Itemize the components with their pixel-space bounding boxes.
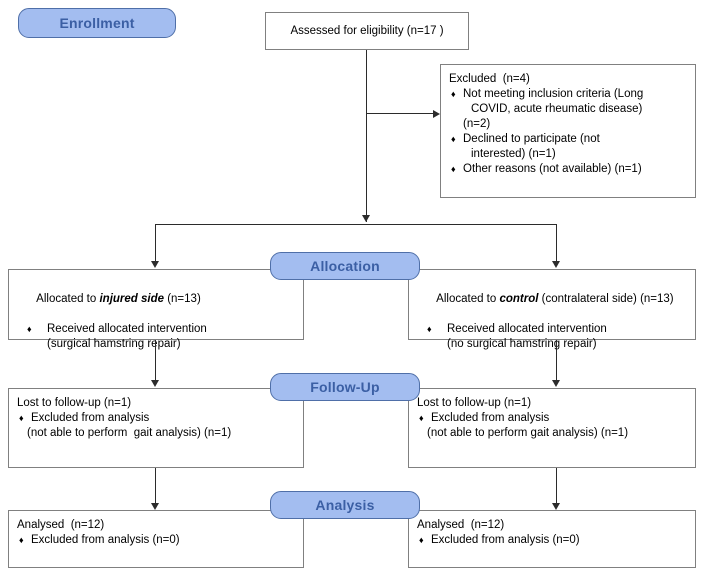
connector-followup-left-to-analysis (155, 468, 156, 504)
analysis-left-bullet: ♦ Excluded from analysis (n=0) (17, 533, 295, 548)
badge-analysis-label: Analysis (315, 497, 375, 513)
alloc-left-bullet-sub: (surgical hamstring repair) (47, 338, 181, 350)
diamond-bullet-icon: ♦ (451, 134, 456, 144)
diamond-bullet-icon: ♦ (451, 164, 456, 174)
arrowhead-followup-right (552, 380, 560, 387)
analysis-right-bullet: ♦ Excluded from analysis (n=0) (417, 533, 687, 548)
followup-right-heading: Lost to follow-up (n=1) (417, 397, 532, 409)
diamond-bullet-icon: ♦ (19, 535, 24, 545)
arrowhead-followup-left (151, 380, 159, 387)
box-followup-left: Lost to follow-up (n=1) ♦ Excluded from … (8, 388, 304, 468)
connector-split-right (556, 224, 557, 262)
followup-left-bullet-sub: (not able to perform gait analysis) (n=1… (27, 427, 232, 439)
arrowhead-trunk-bottom (362, 215, 370, 222)
arrowhead-analysis-left (151, 503, 159, 510)
arrowhead-alloc-right (552, 261, 560, 268)
connector-allocation-splitter (155, 224, 556, 225)
excluded-item-line: Not meeting inclusion criteria (Long (463, 88, 644, 100)
alloc-left-bullet-text: Received allocated intervention (47, 323, 207, 335)
badge-enrollment: Enrollment (18, 8, 176, 38)
alloc-right-heading-post: (contralateral side) (n=13) (538, 293, 674, 305)
box-assessed-for-eligibility: Assessed for eligibility (n=17 ) (265, 12, 469, 50)
alloc-right-heading-pre: Allocated to (436, 293, 500, 305)
followup-right-bullet: ♦ Excluded from analysis (417, 411, 687, 426)
alloc-right-heading: Allocated to control (contralateral side… (417, 277, 687, 322)
arrowhead-alloc-left (151, 261, 159, 268)
analysis-left-bullet-text: Excluded from analysis (n=0) (31, 534, 180, 546)
connector-assessed-trunk (366, 50, 367, 222)
excluded-item-line: COVID, acute rheumatic disease) (471, 103, 643, 115)
badge-enrollment-label: Enrollment (59, 15, 135, 31)
analysis-right-heading: Analysed (n=12) (417, 519, 505, 531)
badge-followup-label: Follow-Up (310, 379, 380, 395)
excluded-heading: Excluded (n=4) (449, 73, 530, 85)
followup-right-bullet-sub: (not able to perform gait analysis) (n=1… (427, 427, 629, 439)
box-followup-right: Lost to follow-up (n=1) ♦ Excluded from … (408, 388, 696, 468)
alloc-left-heading: Allocated to injured side (n=13) (17, 277, 295, 322)
followup-right-bullet-text: Excluded from analysis (431, 412, 550, 424)
box-allocation-left: Allocated to injured side (n=13) ♦ Recei… (8, 269, 304, 350)
arrowhead-to-excluded (433, 110, 440, 118)
excluded-item-line: Declined to participate (not (463, 133, 600, 145)
badge-followup: Follow-Up (270, 373, 420, 401)
followup-left-bullet: ♦ Excluded from analysis (17, 411, 295, 426)
diamond-bullet-icon: ♦ (451, 89, 456, 99)
alloc-left-heading-emphasis: injured side (99, 293, 165, 305)
excluded-item: ♦ Not meeting inclusion criteria (Long (449, 87, 687, 102)
excluded-item-line: (n=2) (463, 118, 491, 130)
connector-alloc-right-to-followup (556, 340, 557, 381)
diamond-bullet-icon: ♦ (419, 413, 424, 423)
diamond-bullet-icon: ♦ (427, 324, 432, 334)
alloc-right-bullet: ♦ Received allocated intervention (417, 322, 687, 337)
followup-left-bullet-text: Excluded from analysis (31, 412, 150, 424)
box-analysis-left: Analysed (n=12) ♦ Excluded from analysis… (8, 510, 304, 568)
alloc-left-bullet: ♦ Received allocated intervention (17, 322, 295, 337)
box-excluded: Excluded (n=4) ♦ Not meeting inclusion c… (440, 64, 696, 198)
connector-split-left (155, 224, 156, 262)
alloc-left-heading-post: (n=13) (164, 293, 201, 305)
excluded-item-line: interested) (n=1) (471, 148, 556, 160)
alloc-right-bullet-sub: (no surgical hamstring repair) (447, 338, 597, 350)
box-analysis-right: Analysed (n=12) ♦ Excluded from analysis… (408, 510, 696, 568)
diamond-bullet-icon: ♦ (419, 535, 424, 545)
alloc-right-bullet-text: Received allocated intervention (447, 323, 607, 335)
diamond-bullet-icon: ♦ (27, 324, 32, 334)
excluded-item-line: Other reasons (not available) (n=1) (463, 163, 642, 175)
followup-left-heading: Lost to follow-up (n=1) (17, 397, 132, 409)
assessed-text: Assessed for eligibility (n=17 ) (290, 24, 444, 37)
badge-analysis: Analysis (270, 491, 420, 519)
connector-followup-right-to-analysis (556, 468, 557, 504)
box-allocation-right: Allocated to control (contralateral side… (408, 269, 696, 350)
alloc-right-heading-emphasis: control (499, 293, 539, 305)
badge-allocation: Allocation (270, 252, 420, 280)
arrowhead-analysis-right (552, 503, 560, 510)
alloc-left-heading-pre: Allocated to (36, 293, 100, 305)
analysis-left-heading: Analysed (n=12) (17, 519, 105, 531)
badge-allocation-label: Allocation (310, 258, 380, 274)
diamond-bullet-icon: ♦ (19, 413, 24, 423)
analysis-right-bullet-text: Excluded from analysis (n=0) (431, 534, 580, 546)
connector-alloc-left-to-followup (155, 340, 156, 381)
excluded-item: ♦ Declined to participate (not (449, 132, 687, 147)
excluded-item: ♦ Other reasons (not available) (n=1) (449, 162, 687, 177)
connector-to-excluded (366, 113, 433, 114)
